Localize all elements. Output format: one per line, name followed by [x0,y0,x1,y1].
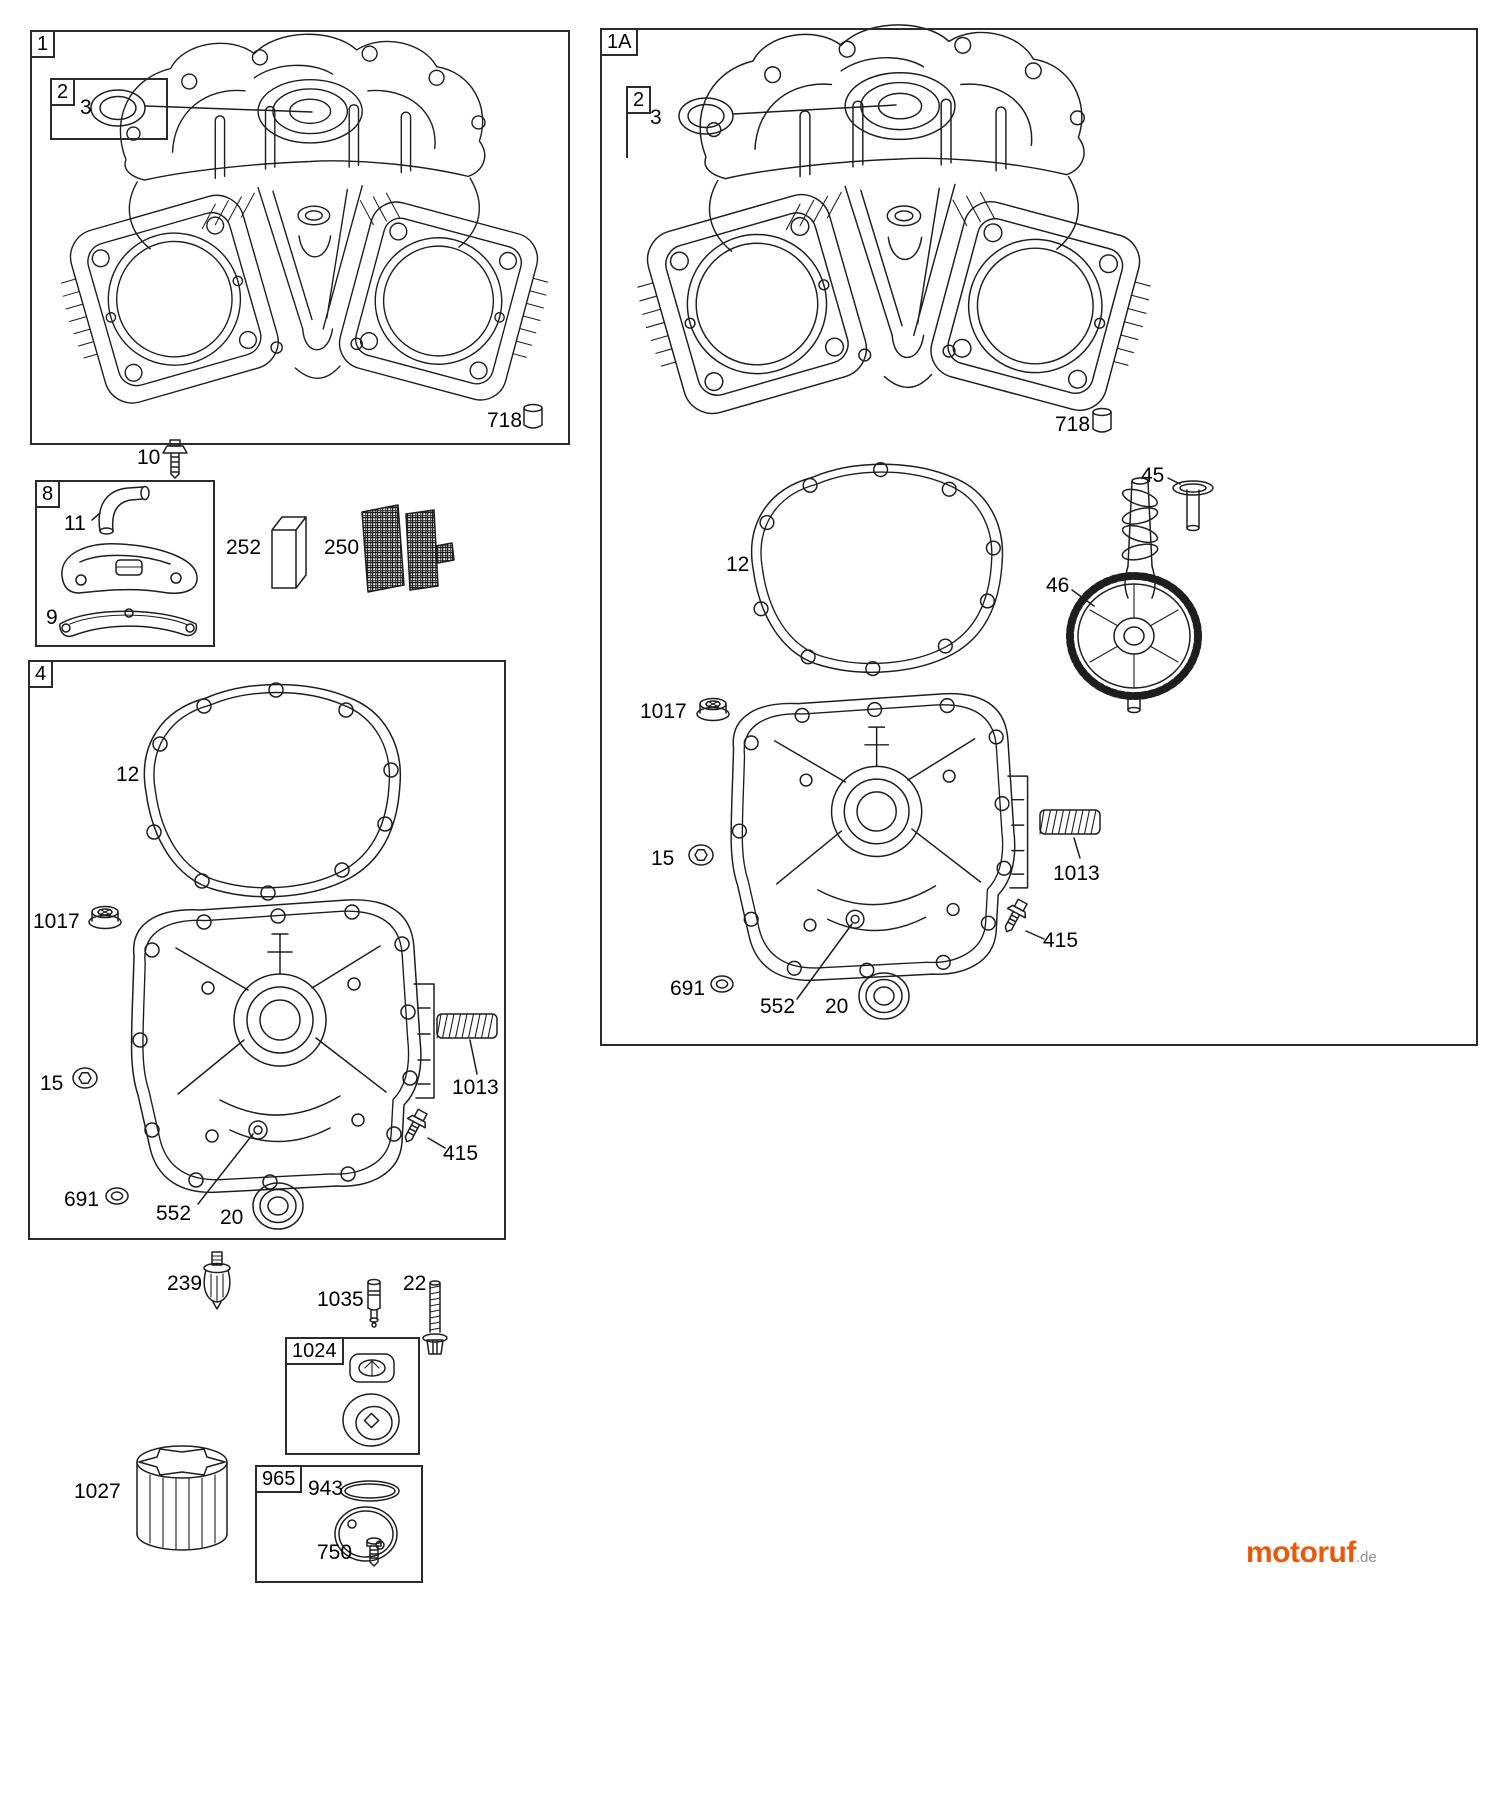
panel-1a-inset-label: 2 [626,86,652,114]
callout-4-20: 20 [220,1206,244,1229]
callout-965-943: 943 [308,1477,344,1500]
bolt-22-drawing [422,1280,448,1355]
spacer-block-252-drawing [271,516,307,589]
panel-1-frame [30,30,570,445]
callout-8-11: 11 [64,512,86,535]
callout-1a-415: 415 [1043,929,1079,952]
panel-1024-label: 1024 [285,1337,344,1365]
callout-8-9: 9 [46,606,58,629]
callout-10: 10 [137,446,161,469]
panel-1024-frame [285,1337,420,1455]
callout-1a-20: 20 [825,995,849,1018]
panel-8-label: 8 [35,480,61,508]
screen-250-drawing [361,504,455,593]
breather-cover-drawing [61,543,198,594]
breather-tube-drawing [98,485,150,535]
callout-4-15: 15 [40,1072,64,1095]
watermark-motoruf: motoruf.de [1246,1536,1377,1570]
leader-lines [91,104,1181,1205]
callout-4-415: 415 [443,1142,479,1165]
panel-1-label: 1 [30,30,56,58]
callout-1-3: 3 [80,96,92,119]
callout-1a-46: 46 [1046,574,1070,597]
callout-1a-718: 718 [1055,413,1091,436]
drain-plug-239-drawing [203,1251,231,1310]
panel-1a-frame [600,28,1478,1046]
callout-4-12: 12 [116,763,140,786]
callout-1-718: 718 [487,409,523,432]
callout-1a-1017: 1017 [640,700,687,723]
watermark-tld: .de [1355,1549,1377,1566]
callout-239: 239 [167,1272,203,1295]
panel-965-label: 965 [255,1465,303,1493]
callout-1035: 1035 [317,1288,364,1311]
oil-pump-1024-drawing [342,1353,400,1447]
camshaft-45-46-drawing [1066,477,1214,714]
pin-spacer-1035-drawing [367,1278,381,1328]
callout-4-1013: 1013 [452,1076,499,1099]
callout-4-691: 691 [64,1188,100,1211]
panel-8-frame [35,480,215,647]
watermark-brand: motoruf [1246,1536,1356,1569]
panel-965-frame [255,1465,423,1583]
callout-1027: 1027 [74,1480,121,1503]
breather-gasket-drawing [59,608,198,638]
panel-1a-label: 1A [600,28,639,56]
callout-750: 750 [317,1541,353,1564]
callout-250: 250 [324,536,360,559]
callout-1a-691: 691 [670,977,706,1000]
callout-252: 252 [226,536,262,559]
panel-1a-inset-line [626,114,628,158]
callout-1a-15: 15 [651,847,675,870]
panel-4-frame [28,660,506,1240]
head-screw-10-drawing [162,439,188,479]
callout-4-1017: 1017 [33,910,80,933]
panel-4-label: 4 [28,660,54,688]
callout-1a-1013: 1013 [1053,862,1100,885]
callout-1a-3: 3 [650,106,662,129]
callout-1a-12: 12 [726,553,750,576]
callout-1a-45: 45 [1141,464,1165,487]
cover-screw-750-drawing [366,1537,382,1567]
callout-4-552: 552 [156,1202,192,1225]
panel-1-inset-label: 2 [50,78,76,106]
panel-1-inset-frame [50,78,168,140]
oring-cover-965-drawing [334,1480,400,1562]
callout-22: 22 [403,1272,427,1295]
oil-filter-1027-drawing [136,1445,228,1551]
callout-1a-552: 552 [760,995,796,1018]
